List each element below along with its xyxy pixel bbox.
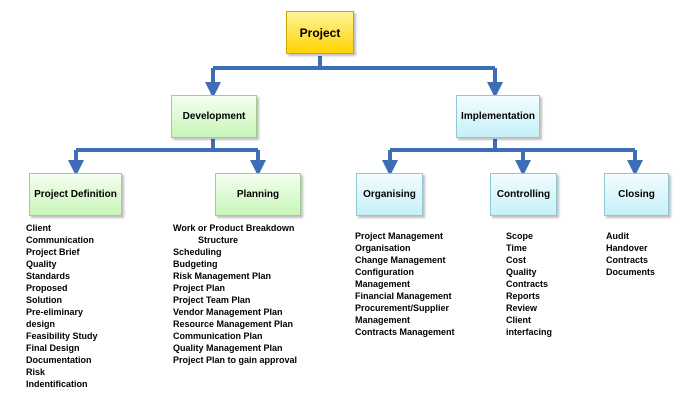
list-item: Project Team Plan bbox=[173, 295, 251, 305]
list-item: Organisation bbox=[355, 243, 411, 253]
list-item: Time bbox=[506, 243, 527, 253]
development-node: Development bbox=[171, 95, 257, 138]
controlling-node: Controlling bbox=[490, 173, 557, 216]
list-item: Risk Management Plan bbox=[173, 271, 272, 281]
project-node: Project bbox=[286, 11, 354, 54]
list-item: Final Design bbox=[26, 343, 80, 353]
list-item: Change Management bbox=[355, 255, 446, 265]
list-item: Handover bbox=[606, 243, 648, 253]
list-item: design bbox=[26, 319, 56, 329]
list-item: Communication bbox=[26, 235, 95, 245]
planning-node: Planning bbox=[215, 173, 301, 216]
list-item: Pre-eliminary bbox=[26, 307, 84, 317]
list-item: Vendor Management Plan bbox=[173, 307, 283, 317]
list-item: Communication Plan bbox=[173, 331, 263, 341]
list-item: Management bbox=[355, 279, 411, 289]
list-item: Management bbox=[355, 315, 411, 325]
organising-list: Project Management Organisation Change M… bbox=[355, 230, 455, 338]
closing-list: Audit Handover Contracts Documents bbox=[606, 230, 655, 278]
list-item: Standards bbox=[26, 271, 71, 281]
list-item: Quality bbox=[26, 259, 57, 269]
list-item: Feasibility Study bbox=[26, 331, 98, 341]
list-item: Contracts Management bbox=[355, 327, 455, 337]
list-item: Risk bbox=[26, 367, 46, 377]
list-item: Procurement/Supplier bbox=[355, 303, 450, 313]
list-item: Scheduling bbox=[173, 247, 222, 257]
list-item: Scope bbox=[506, 231, 534, 241]
implementation-node: Implementation bbox=[456, 95, 540, 138]
list-item: Solution bbox=[26, 295, 62, 305]
list-item: Review bbox=[506, 303, 538, 313]
list-item: Contracts bbox=[506, 279, 549, 289]
closing-node: Closing bbox=[604, 173, 669, 216]
list-item: Configuration bbox=[355, 267, 414, 277]
list-item: interfacing bbox=[506, 327, 553, 337]
list-item: Documents bbox=[606, 267, 656, 277]
list-item: Quality Management Plan bbox=[173, 343, 283, 353]
project-definition-list: Client Communication Project Brief Quali… bbox=[26, 222, 98, 390]
list-item: Cost bbox=[506, 255, 526, 265]
list-item: Work or Product Breakdown bbox=[173, 223, 295, 233]
list-item: Contracts bbox=[606, 255, 649, 265]
organising-node: Organising bbox=[356, 173, 423, 216]
list-item: Project Plan to gain approval bbox=[173, 355, 298, 365]
list-item: Project Management bbox=[355, 231, 444, 241]
list-item: Client bbox=[506, 315, 532, 325]
planning-list: Work or Product Breakdown Structure Sche… bbox=[173, 222, 297, 366]
list-item: Reports bbox=[506, 291, 541, 301]
list-item: Project Brief bbox=[26, 247, 80, 257]
list-item: Proposed bbox=[26, 283, 68, 293]
list-item: Budgeting bbox=[173, 259, 218, 269]
list-item: Quality bbox=[506, 267, 537, 277]
list-item: Indentification bbox=[26, 379, 88, 389]
list-item: Project Plan bbox=[173, 283, 226, 293]
list-item: Structure bbox=[173, 235, 239, 245]
project-definition-node: Project Definition bbox=[29, 173, 122, 216]
controlling-list: Scope Time Cost Quality Contracts Report… bbox=[506, 230, 552, 338]
list-item: Resource Management Plan bbox=[173, 319, 294, 329]
list-item: Financial Management bbox=[355, 291, 452, 301]
list-item: Client bbox=[26, 223, 52, 233]
list-item: Documentation bbox=[26, 355, 92, 365]
list-item: Audit bbox=[606, 231, 629, 241]
